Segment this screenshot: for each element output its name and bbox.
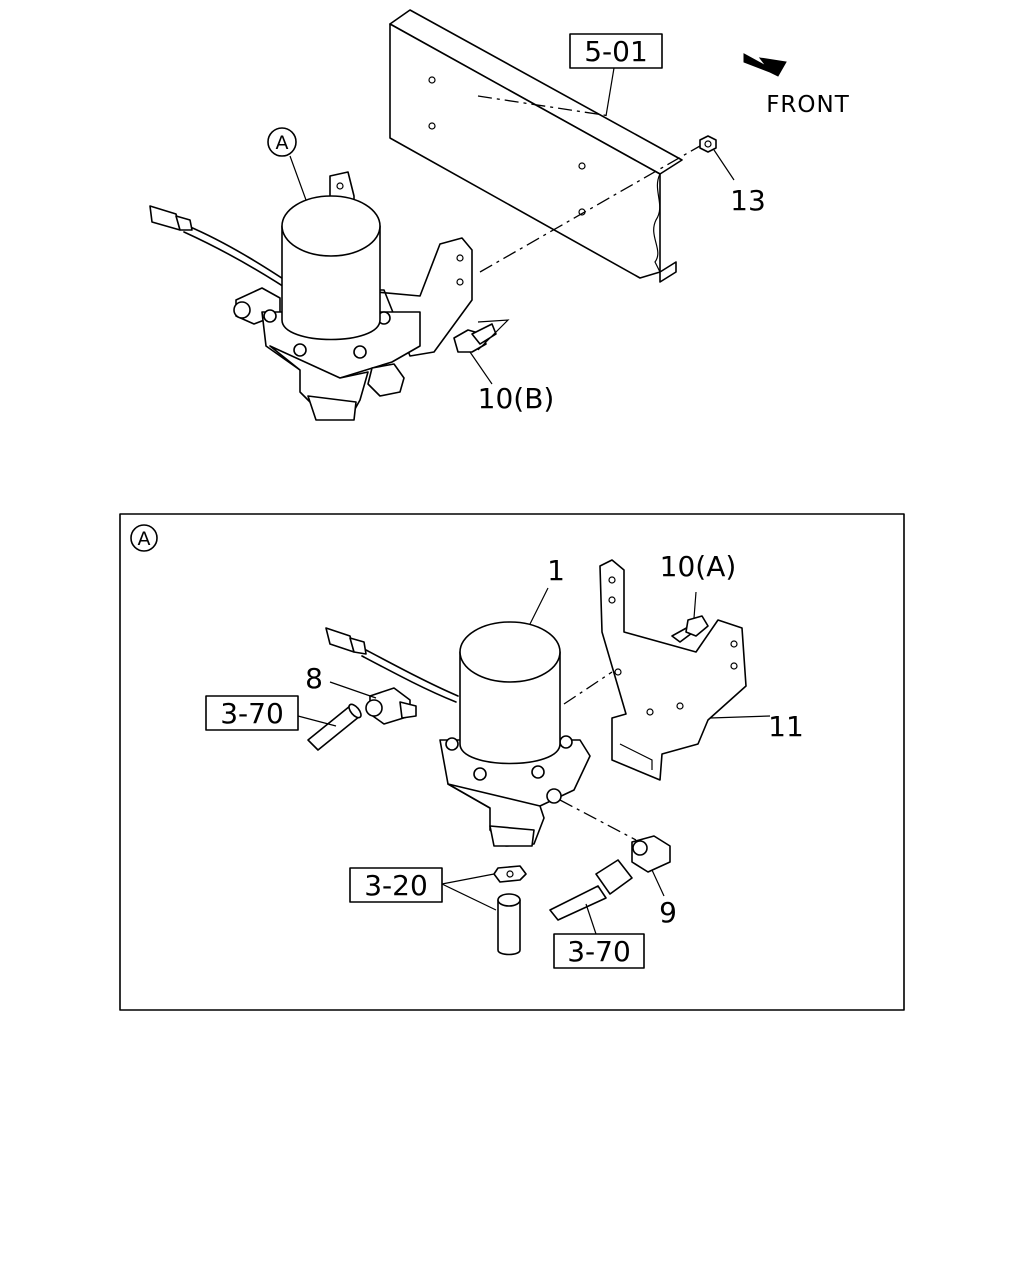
hose-and-fitting-9: 9 [549, 835, 677, 929]
part-label-10b: 10(B) [478, 382, 555, 415]
reference-box-3-20: 3-20 [349, 867, 497, 911]
front-label: FRONT [766, 92, 850, 118]
part-label-11: 11 [768, 710, 804, 743]
frame-rail [389, 9, 683, 283]
part-label-9: 9 [659, 896, 677, 929]
reference-box-3-70-bottom: 3-70 [553, 903, 645, 969]
detail-title-letter: A [138, 528, 151, 550]
detail-title-a: A [130, 524, 158, 552]
part-label-10a: 10(A) [660, 550, 737, 583]
clip-and-spacer [493, 865, 527, 956]
tube-left [307, 703, 362, 751]
ref-label-3-70-bottom: 3-70 [567, 935, 631, 968]
ref-label-5-01: 5-01 [584, 35, 648, 68]
detail-callout-letter: A [276, 132, 289, 154]
ref-label-3-20: 3-20 [364, 869, 428, 902]
detail-a-frame [119, 513, 905, 1011]
reference-box-3-70-left: 3-70 [205, 695, 337, 731]
reference-box-5-01: 5-01 [569, 33, 663, 117]
part-label-8: 8 [305, 662, 323, 695]
air-dryer-detail: 1 [325, 554, 591, 847]
part-label-1: 1 [547, 554, 565, 587]
air-dryer-assembly-top [149, 171, 473, 421]
part-label-13: 13 [730, 184, 766, 217]
bracket-11: 11 [599, 559, 804, 781]
front-arrow-icon [743, 53, 787, 77]
detail-callout-a: A [267, 127, 307, 201]
bolt-10a: 10(A) [660, 550, 737, 643]
bolt-10b: 10(B) [453, 319, 555, 415]
fitting-8: 8 [305, 662, 417, 725]
nut-13: 13 [699, 135, 766, 217]
ref-label-3-70-left: 3-70 [220, 697, 284, 730]
